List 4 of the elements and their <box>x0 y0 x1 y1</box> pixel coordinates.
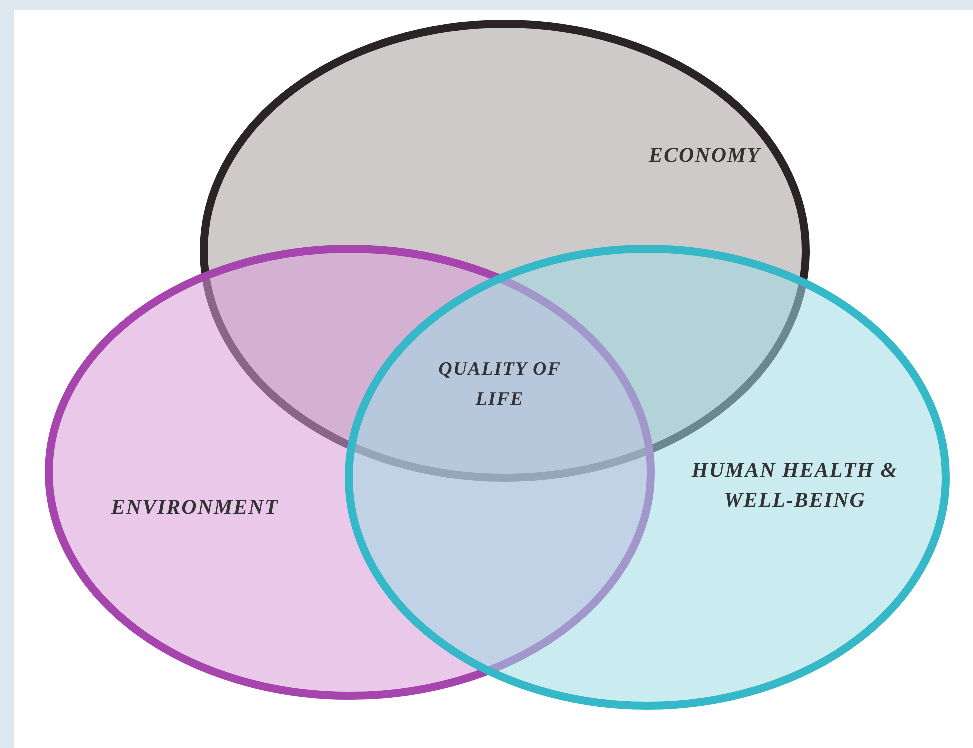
center-label: QUALITY OF LIFE <box>438 358 562 412</box>
region-label: ENVIRONMENT <box>110 494 280 521</box>
region-label: ECONOMY <box>648 142 762 169</box>
region-label: HUMAN HEALTH & WELL-BEING <box>690 457 900 514</box>
